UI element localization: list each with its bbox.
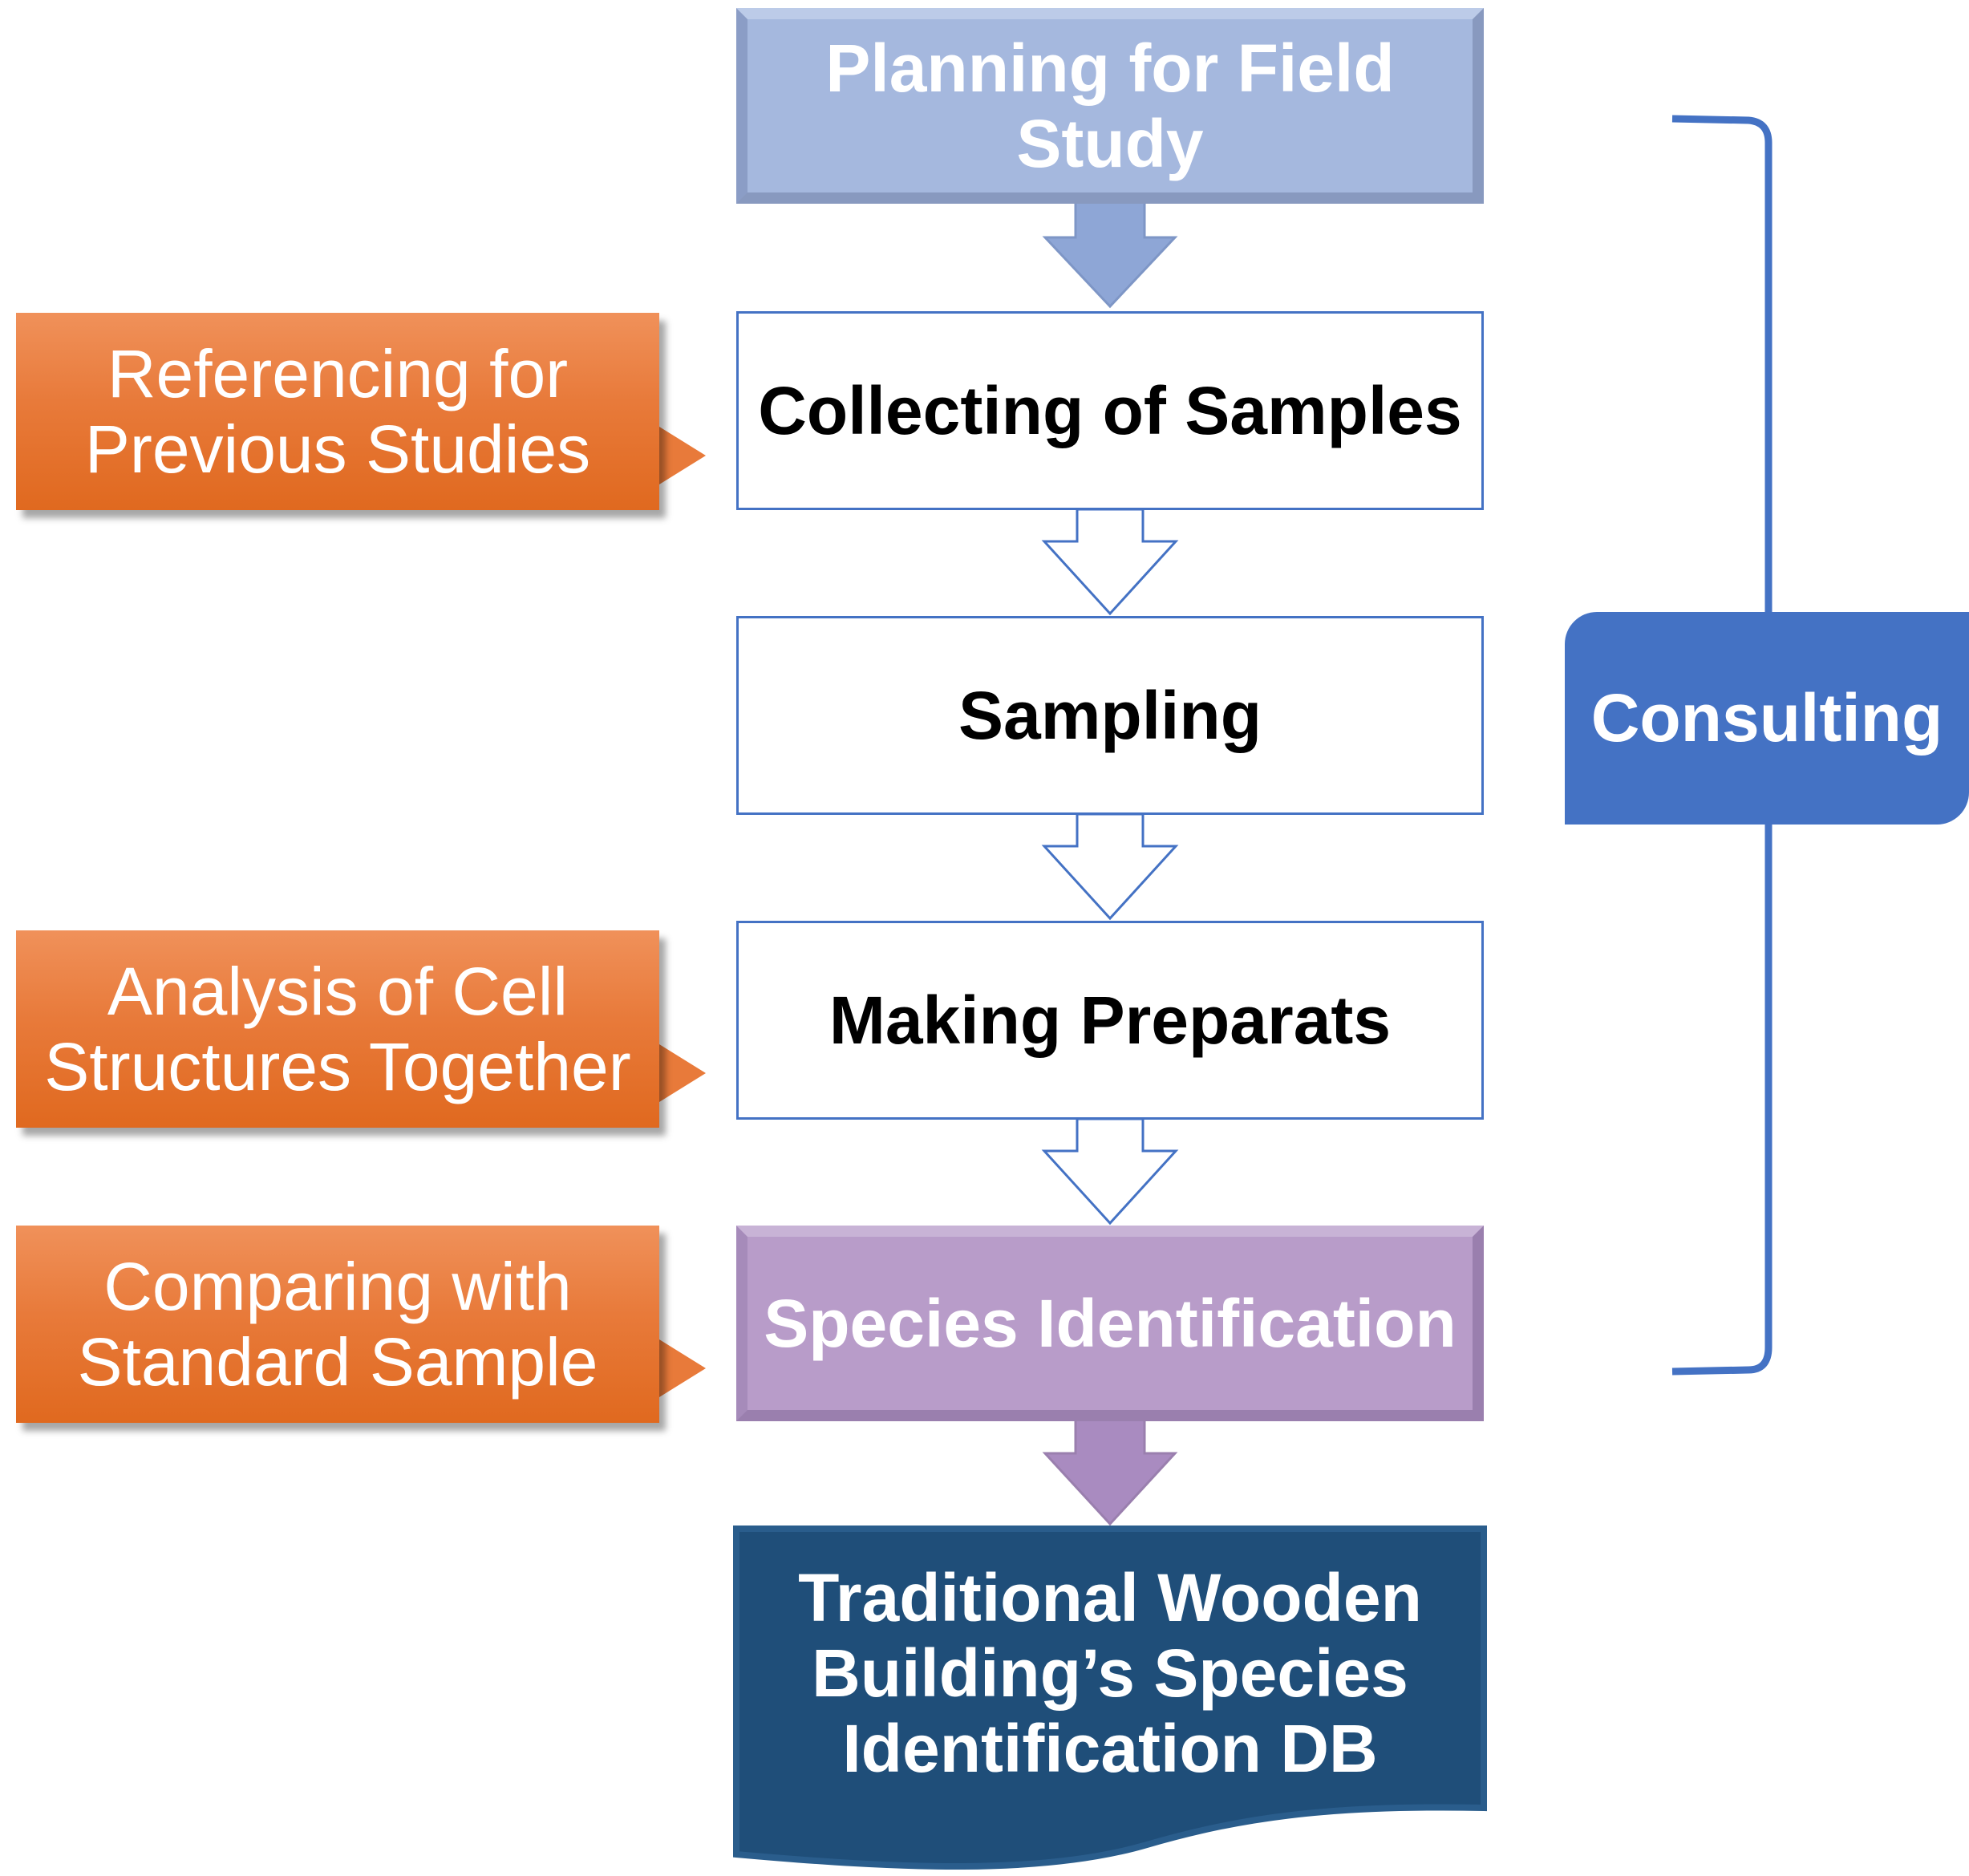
comparing-label-line2: Standard Sample	[77, 1324, 598, 1400]
arrow-species-to-db	[1042, 1404, 1178, 1526]
species-identification-box: Species Identification	[736, 1226, 1484, 1421]
comparing-label-line1: Comparing with	[103, 1248, 572, 1324]
collecting-label: Collecting of Samples	[758, 372, 1462, 448]
sampling-box: Sampling	[736, 616, 1484, 815]
consulting-box: Consulting	[1565, 612, 1969, 825]
referencing-label-line2: Previous Studies	[84, 411, 591, 487]
comparing-box: Comparing with Standard Sample	[16, 1226, 659, 1423]
arrow-planning-to-collecting	[1042, 184, 1178, 309]
db-label-line3: Identification DB	[842, 1711, 1378, 1787]
referencing-box: Referencing for Previous Studies	[16, 313, 659, 510]
analysis-pointer	[659, 1044, 706, 1102]
referencing-label-line1: Referencing for	[107, 335, 569, 411]
analysis-box: Analysis of Cell Structures Together	[16, 930, 659, 1128]
consulting-label: Consulting	[1590, 680, 1943, 756]
db-label-line1: Traditional Wooden	[798, 1559, 1422, 1635]
collecting-box: Collecting of Samples	[736, 311, 1484, 510]
analysis-label-line1: Analysis of Cell	[107, 953, 569, 1029]
planning-label-line2: Study	[1016, 106, 1204, 181]
db-label-line2: Building’s Species	[812, 1635, 1408, 1711]
arrow-sampling-to-making	[1041, 812, 1179, 921]
species-identification-label: Species Identification	[764, 1285, 1456, 1361]
arrow-collecting-to-sampling	[1041, 508, 1179, 616]
making-preparats-box: Making Preparats	[736, 921, 1484, 1120]
planning-label-line1: Planning for Field	[825, 30, 1395, 106]
planning-box: Planning for Field Study	[736, 8, 1484, 204]
db-box-shape	[733, 1526, 1487, 1870]
analysis-label-line2: Structures Together	[44, 1029, 631, 1104]
db-box: Traditional Wooden Building’s Species Id…	[736, 1529, 1484, 1817]
comparing-pointer	[659, 1339, 706, 1397]
making-preparats-label: Making Preparats	[829, 982, 1392, 1058]
arrow-making-to-species	[1041, 1117, 1179, 1226]
referencing-pointer	[659, 427, 706, 484]
sampling-label: Sampling	[958, 677, 1262, 753]
